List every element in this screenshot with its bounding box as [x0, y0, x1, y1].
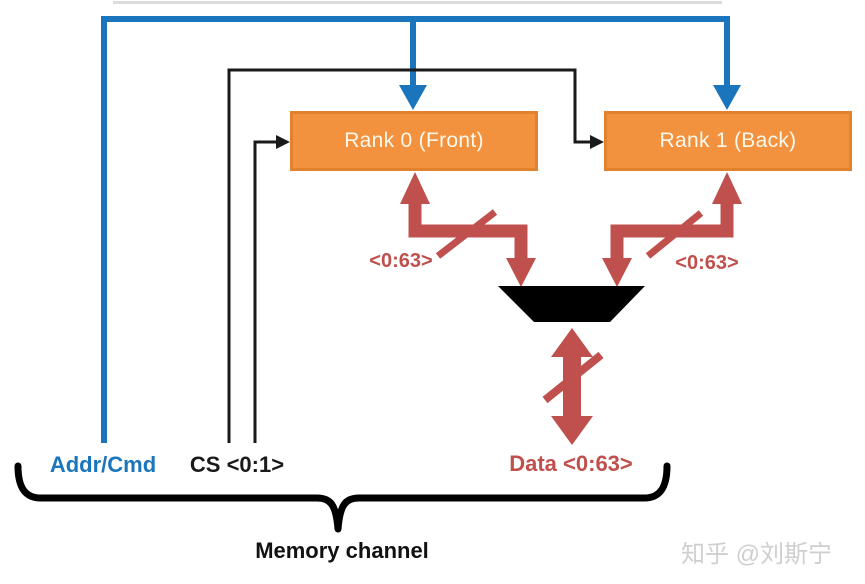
rank0-label: Rank 0 (Front)	[344, 129, 484, 152]
rank1-label: Rank 1 (Back)	[659, 129, 797, 152]
addr-cmd-label: Addr/Cmd	[49, 452, 157, 477]
data-bus-rank0	[400, 172, 536, 287]
arrowhead-down-icon	[551, 416, 593, 445]
bus-width-label-rank0: <0:63>	[369, 250, 433, 272]
bus-width-slash-icon	[542, 351, 604, 404]
arrowhead-down-icon	[602, 258, 632, 287]
cs-line-rank1	[227, 68, 591, 443]
addr-cmd-bus	[101, 16, 741, 443]
arrowhead-up-icon	[712, 172, 742, 204]
memory-channel-brace	[14, 462, 671, 533]
arrowhead-down-icon	[506, 258, 536, 287]
memory-channel-label: Memory channel	[255, 538, 429, 563]
arrowhead-right-icon	[590, 135, 604, 149]
cs-bus	[227, 68, 604, 443]
cs-line-rank0	[253, 140, 277, 443]
arrowhead-down-icon	[399, 85, 427, 110]
data-bus-rank1	[602, 172, 742, 287]
data-bus-label: Data <0:63>	[509, 451, 633, 476]
rank0-node: Rank 0 (Front)	[290, 111, 538, 171]
arrowhead-up-icon	[400, 172, 430, 204]
arrowhead-up-icon	[551, 328, 593, 357]
data-bus-channel	[542, 328, 604, 445]
bus-width-slash-icon	[645, 210, 704, 259]
bus-width-slash-icon	[435, 209, 498, 259]
mux	[498, 286, 645, 322]
bus-width-label-rank1: <0:63>	[675, 252, 739, 274]
watermark: 知乎 @刘斯宁	[681, 541, 833, 568]
rank1-node: Rank 1 (Back)	[604, 111, 852, 171]
cs-label: CS <0:1>	[189, 452, 285, 477]
arrowhead-right-icon	[276, 135, 290, 149]
arrowhead-down-icon	[713, 85, 741, 110]
